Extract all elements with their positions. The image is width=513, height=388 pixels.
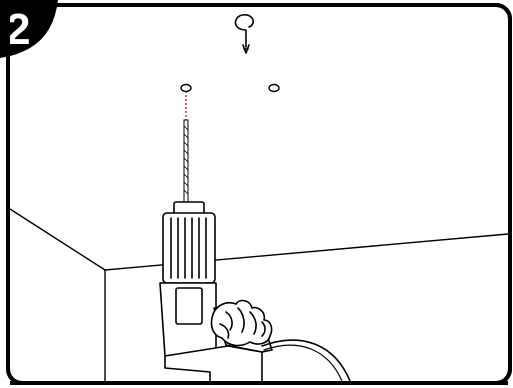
left-ceiling-hole — [180, 83, 192, 93]
power-cord-inner — [263, 344, 345, 387]
drill-bit — [183, 119, 189, 203]
right-ceiling-hole — [268, 83, 280, 93]
hand-icon — [210, 299, 273, 347]
power-cord — [261, 339, 353, 387]
left-ceiling-edge — [9, 208, 106, 271]
ceiling-hook-icon — [234, 14, 255, 54]
